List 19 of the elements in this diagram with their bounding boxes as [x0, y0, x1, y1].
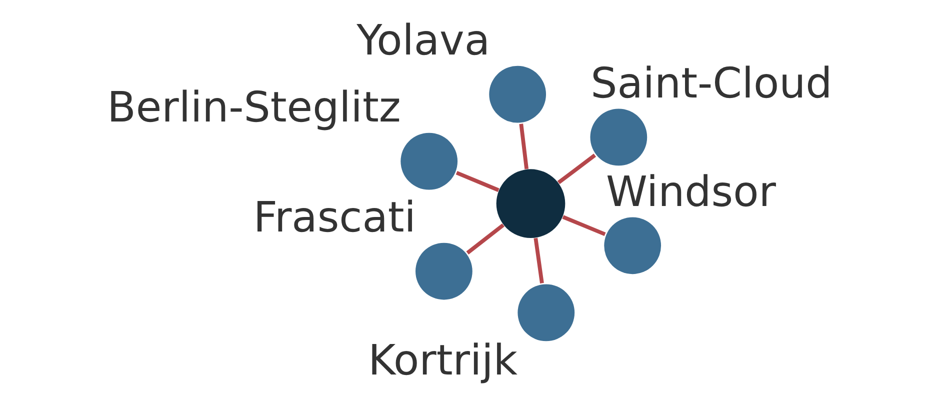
- connector: [466, 222, 504, 254]
- connector: [556, 153, 596, 184]
- node-circle: [604, 216, 661, 274]
- connector: [455, 170, 499, 192]
- node-circle: [496, 168, 565, 238]
- node-circle: [488, 65, 546, 122]
- connector: [562, 214, 606, 236]
- node-circle: [415, 242, 472, 300]
- node-circle: [590, 108, 647, 166]
- node-circle: [400, 132, 458, 190]
- connector: [518, 123, 528, 169]
- node-label: Frascati: [252, 192, 416, 241]
- node-label: Saint-Cloud: [590, 58, 832, 107]
- connector: [533, 237, 544, 283]
- node-label: Windsor: [605, 166, 776, 216]
- node-label: Yolava: [356, 15, 490, 64]
- node-circle: [517, 284, 574, 341]
- node-label: Berlin-Steglitz: [106, 82, 400, 131]
- node-label: Kortrijk: [368, 335, 518, 384]
